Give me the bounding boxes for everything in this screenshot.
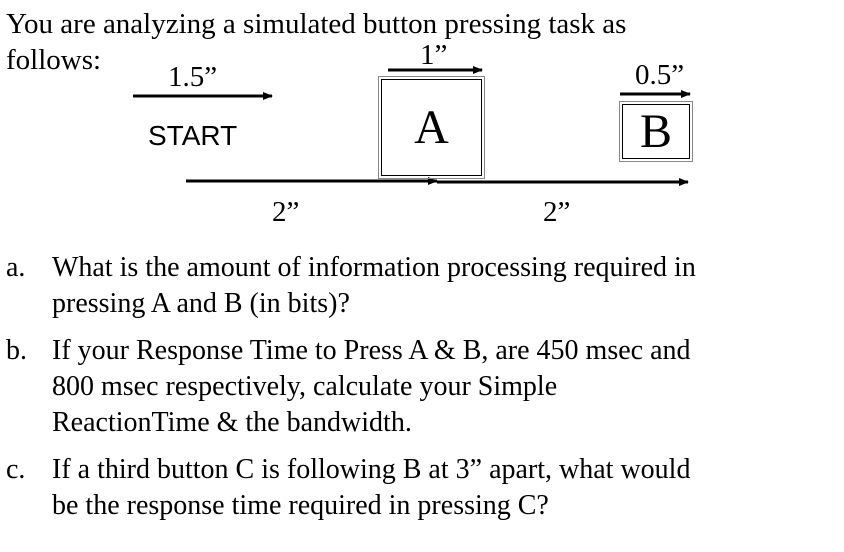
label-distance-2: 2” [543,196,571,228]
label-distance-1: 2” [272,196,300,228]
label-b-width: 0.5” [635,59,685,91]
button-a: A [378,76,485,179]
button-a-label: A [414,101,449,154]
label-start-to-a: 1.5” [168,61,218,93]
question-c-line-1: If a third button C is following B at 3”… [52,454,691,485]
button-b-label: B [639,105,672,158]
question-b-tag: b. [6,335,27,366]
button-b: B [619,101,693,162]
intro-line-1: You are analyzing a simulated button pre… [6,8,627,40]
start-label: START [148,120,238,151]
question-a-line-2: pressing A and B (in bits)? [52,288,350,319]
question-b-line-2: 800 msec respectively, calculate your Si… [52,371,558,402]
question-b-line-3: ReactionTime & the bandwidth. [52,407,412,438]
question-a-line-1: What is the amount of information proces… [52,252,696,283]
question-a-tag: a. [6,252,26,283]
intro-line-2: follows: [6,44,102,76]
intro-text: You are analyzing a simulated button pre… [6,6,626,78]
question-b-line-1: If your Response Time to Press A & B, ar… [52,335,691,366]
question-c-tag: c. [6,454,26,485]
question-c-line-2: be the response time required in pressin… [52,490,549,521]
label-a-width: 1” [420,39,448,71]
